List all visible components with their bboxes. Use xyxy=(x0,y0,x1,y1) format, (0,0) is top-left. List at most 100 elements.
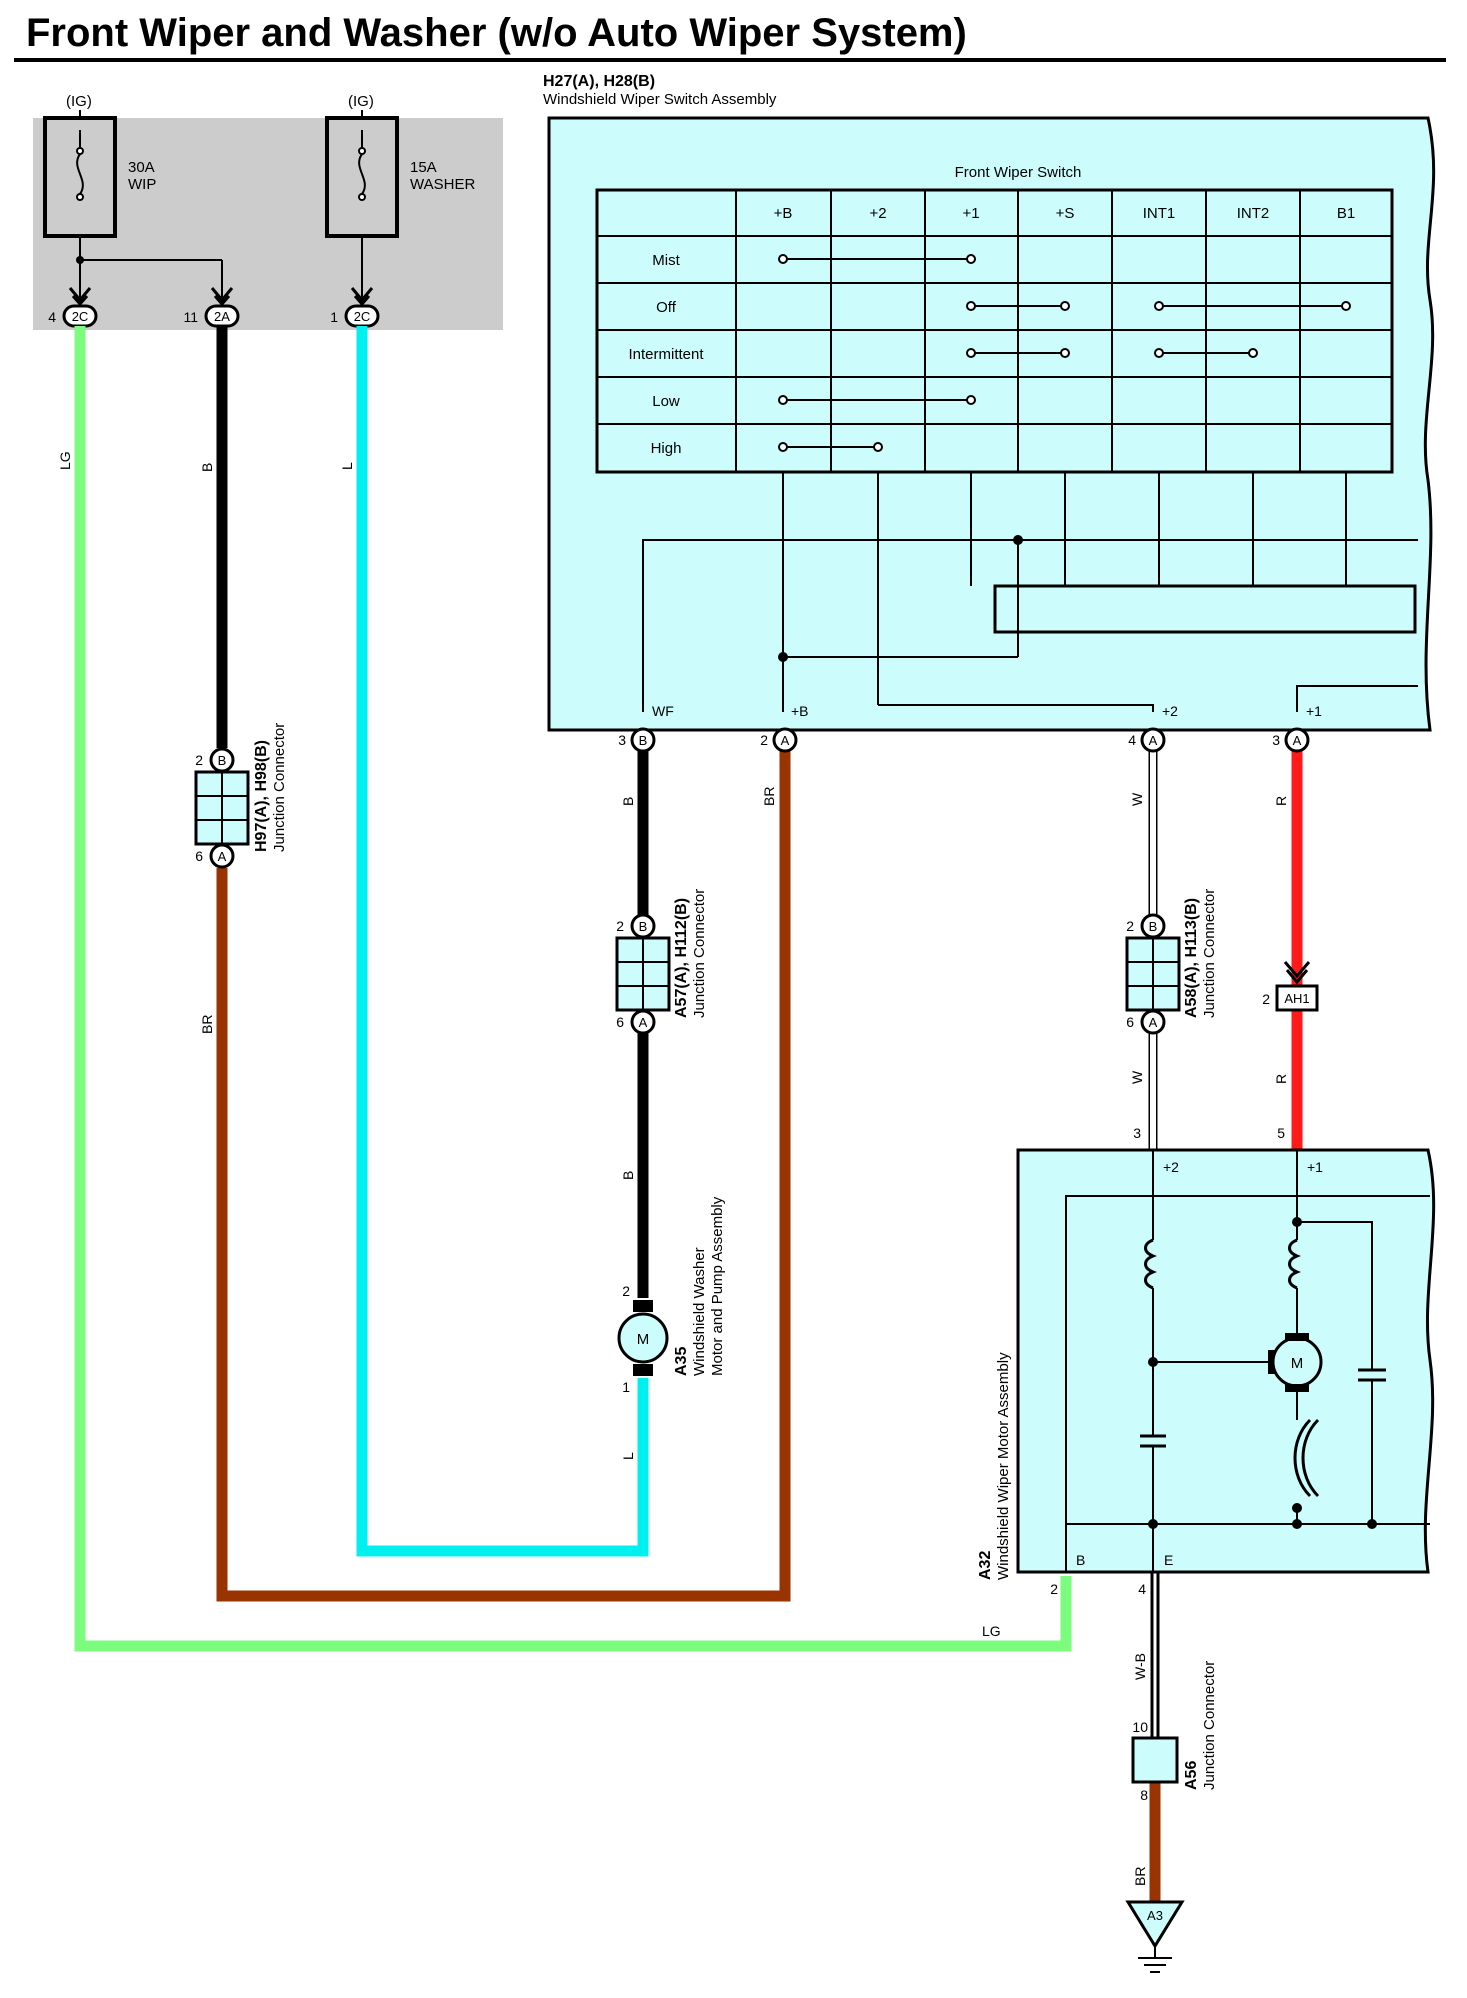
wiper-motor-pin-3: 3 xyxy=(1133,1125,1141,1141)
svg-text:6: 6 xyxy=(1126,1014,1134,1030)
switch-row-high: High xyxy=(651,440,682,457)
wire-label-w-upper: W xyxy=(1129,792,1145,806)
connector-2c-left-code: 2C xyxy=(72,309,89,324)
fuse-wip-name: WIP xyxy=(128,176,156,193)
wire-label-w-lower: W xyxy=(1129,1070,1145,1084)
junction-h97-h98: B 2 A 6 xyxy=(194,747,250,869)
switch-col-plus-2: +2 xyxy=(869,205,886,222)
connector-ah1: AH1 2 xyxy=(1262,961,1319,1012)
wire-label-b-a57-upper: B xyxy=(620,797,636,806)
connector-2c-right-code: 2C xyxy=(354,309,371,324)
junction-a56: 10 8 xyxy=(1131,1719,1179,1803)
wire-label-b-upper: B xyxy=(199,463,215,472)
wiper-motor-pin-4: 4 xyxy=(1138,1581,1146,1597)
wire-label-lg-vertical: LG xyxy=(57,451,73,470)
junction-a58-h113-name: Junction Connector xyxy=(1201,889,1218,1018)
wiper-motor-name: Windshield Wiper Motor Assembly xyxy=(995,1352,1012,1580)
switch-col-plus-b: +B xyxy=(774,205,793,222)
connector-2c-left: 2C 4 xyxy=(48,304,98,328)
wire-label-br-ground: BR xyxy=(1132,1867,1148,1886)
junction-h97-h98-code: H97(A), H98(B) xyxy=(253,740,270,852)
wiper-motor-term-plus1: +1 xyxy=(1307,1159,1323,1175)
washer-motor-name-1: Windshield Washer xyxy=(691,1247,708,1376)
switch-row-off: Off xyxy=(656,299,677,316)
switch-terminal-b-label: +B xyxy=(791,703,809,719)
wiper-motor-term-plus2: +2 xyxy=(1163,1159,1179,1175)
junction-a57-h112-name: Junction Connector xyxy=(691,889,708,1018)
svg-text:A3: A3 xyxy=(1147,1908,1163,1923)
svg-text:2: 2 xyxy=(1262,991,1270,1007)
svg-text:6: 6 xyxy=(616,1014,624,1030)
svg-text:A: A xyxy=(1293,733,1302,748)
wiper-motor-nodes xyxy=(1148,1217,1377,1529)
svg-text:1: 1 xyxy=(622,1379,630,1395)
fuse-washer-name: WASHER xyxy=(410,176,475,193)
connector-2a: 2A 11 xyxy=(183,304,240,328)
svg-text:6: 6 xyxy=(195,848,203,864)
switch-terminal-wf-label: WF xyxy=(652,703,674,719)
switch-col-plus-s: +S xyxy=(1056,205,1075,222)
switch-col-b1: B1 xyxy=(1337,205,1355,222)
wiper-motor-pin-5: 5 xyxy=(1277,1125,1285,1141)
page-title: Front Wiper and Washer (w/o Auto Wiper S… xyxy=(26,11,967,55)
switch-col-int2: INT2 xyxy=(1237,205,1270,222)
connector-2a-pin: 11 xyxy=(183,309,198,325)
switch-continuity-links xyxy=(778,254,1351,452)
switch-col-int1: INT1 xyxy=(1143,205,1176,222)
wire-label-lg-horizontal: LG xyxy=(982,1623,1001,1639)
switch-pin-1: A 3 xyxy=(1272,727,1310,753)
switch-terminal-1-label: +1 xyxy=(1306,703,1322,719)
wire-label-r-upper: R xyxy=(1273,796,1289,806)
wire-label-wb: W-B xyxy=(1132,1653,1148,1680)
wiper-motor-code: A32 xyxy=(977,1551,994,1580)
svg-text:3: 3 xyxy=(618,732,626,748)
svg-text:2: 2 xyxy=(622,1283,630,1299)
svg-text:A: A xyxy=(1149,733,1158,748)
wire-label-l-lower: L xyxy=(620,1452,636,1460)
junction-a56-name: Junction Connector xyxy=(1201,1661,1218,1790)
switch-row-intermittent: Intermittent xyxy=(628,346,704,363)
wire-br xyxy=(216,746,791,1602)
wire-label-br-right: BR xyxy=(761,787,777,806)
junction-a56-code: A56 xyxy=(1183,1761,1200,1790)
svg-text:2: 2 xyxy=(1126,918,1134,934)
junction-a58-h113: B 2 A 6 xyxy=(1125,913,1181,1035)
switch-row-low: Low xyxy=(652,393,680,410)
fuse-wip-rating: 30A xyxy=(128,159,155,176)
svg-text:A: A xyxy=(1149,1015,1158,1030)
svg-text:B: B xyxy=(639,919,648,934)
switch-table xyxy=(595,188,1394,474)
svg-text:B: B xyxy=(1149,919,1158,934)
svg-text:B: B xyxy=(639,733,648,748)
switch-row-mist: Mist xyxy=(652,252,680,269)
wiper-motor-term-e: E xyxy=(1164,1552,1173,1568)
svg-text:10: 10 xyxy=(1132,1719,1148,1735)
switch-pin-2: A 4 xyxy=(1128,727,1166,753)
switch-assembly-code: H27(A), H28(B) xyxy=(543,73,655,90)
svg-text:2: 2 xyxy=(760,732,768,748)
wire-label-l-upper: L xyxy=(339,462,355,470)
wiper-motor-term-b: B xyxy=(1076,1552,1085,1568)
switch-col-plus-1: +1 xyxy=(962,205,979,222)
svg-text:2: 2 xyxy=(195,752,203,768)
junction-a58-h113-code: A58(A), H113(B) xyxy=(1183,898,1200,1018)
switch-assembly-name: Windshield Wiper Switch Assembly xyxy=(543,91,777,108)
wiper-motor-pin-2: 2 xyxy=(1050,1581,1058,1597)
wire-label-r-lower: R xyxy=(1273,1074,1289,1084)
svg-text:AH1: AH1 xyxy=(1284,991,1309,1006)
svg-text:A: A xyxy=(639,1015,648,1030)
fuse-washer-ig-label: (IG) xyxy=(348,93,374,110)
washer-motor-name-2: Motor and Pump Assembly xyxy=(709,1196,726,1376)
washer-motor-code: A35 xyxy=(673,1347,690,1376)
wire-l xyxy=(356,326,649,1557)
svg-text:8: 8 xyxy=(1140,1787,1148,1803)
washer-motor-symbol: M xyxy=(637,1331,650,1348)
switch-pin-wf: B 3 xyxy=(618,727,656,753)
wiper-motor-armature: M xyxy=(1268,1333,1323,1392)
fuse-wip-ig-label: (IG) xyxy=(66,93,92,110)
svg-text:2: 2 xyxy=(616,918,624,934)
junction-a57-h112: B 2 A 6 xyxy=(615,913,671,1035)
connector-2a-code: 2A xyxy=(214,309,230,324)
fuse-box xyxy=(33,118,503,330)
